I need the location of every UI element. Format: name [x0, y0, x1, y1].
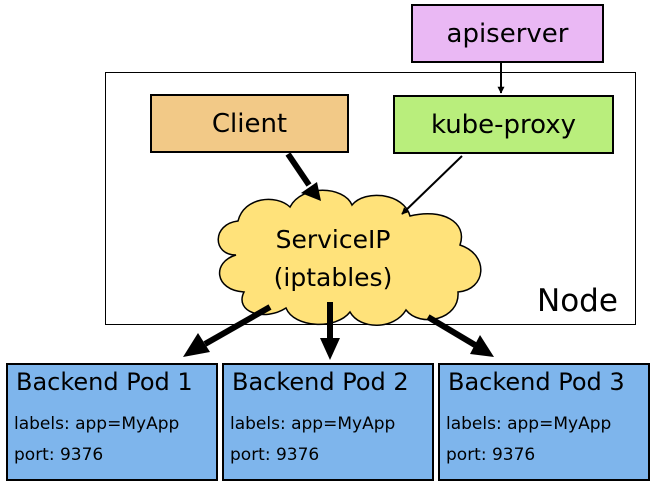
edge-service-ip-to-pod-1 — [203, 304, 272, 347]
service-ip-label-line2: (iptables) — [273, 263, 393, 292]
arrowhead-service-ip-to-pod-1 — [183, 333, 210, 357]
apiserver-label: apiserver — [446, 18, 569, 49]
service-ip-cloud — [217, 189, 482, 326]
pod-2-title: Backend Pod 2 — [232, 368, 409, 396]
apiserver-box: apiserver — [411, 4, 604, 63]
pod-1-labels: labels: app=MyApp — [14, 414, 180, 434]
pod-3-title: Backend Pod 3 — [448, 368, 625, 396]
client-box: Client — [150, 94, 349, 153]
arrowhead-service-ip-to-pod-2 — [320, 338, 340, 360]
edge-client-to-service-ip — [285, 152, 312, 187]
pod-2-port: port: 9376 — [230, 445, 320, 465]
kube-proxy-box: kube-proxy — [393, 95, 614, 154]
node-label: Node — [537, 283, 618, 319]
arrowhead-service-ip-to-pod-3 — [470, 335, 494, 357]
pod-2-labels: labels: app=MyApp — [230, 414, 396, 434]
pod-1-title: Backend Pod 1 — [16, 368, 193, 396]
client-label: Client — [211, 108, 288, 139]
pod-1-port: port: 9376 — [14, 445, 104, 465]
service-ip-label-line1: ServiceIP — [275, 225, 391, 254]
pod-3-port: port: 9376 — [446, 445, 536, 465]
kube-proxy-label: kube-proxy — [430, 109, 577, 140]
arrowhead-client-to-service-ip — [301, 182, 321, 201]
backend-pod-2: Backend Pod 2 labels: app=MyApp port: 93… — [222, 363, 434, 481]
edge-kube-proxy-to-service-ip — [401, 155, 463, 215]
pod-3-labels: labels: app=MyApp — [446, 414, 612, 434]
edge-service-ip-to-pod-3 — [426, 314, 477, 348]
backend-pod-1: Backend Pod 1 labels: app=MyApp port: 93… — [6, 363, 218, 481]
backend-pod-3: Backend Pod 3 labels: app=MyApp port: 93… — [438, 363, 650, 481]
